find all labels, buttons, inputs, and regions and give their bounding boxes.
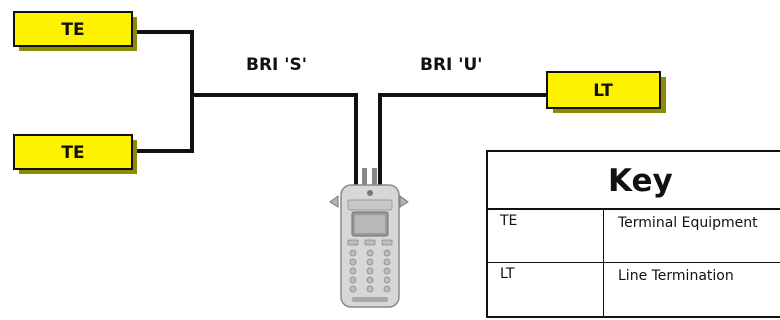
link-label-bri-u: BRI 'U' bbox=[420, 55, 483, 75]
key-abbr: TE bbox=[488, 210, 604, 262]
link-label-bri-s: BRI 'S' bbox=[246, 55, 307, 75]
key-description: Line Termination bbox=[604, 263, 780, 316]
key-abbr: LT bbox=[488, 263, 604, 316]
node-lt: LT bbox=[547, 72, 666, 113]
key-row: TE Terminal Equipment bbox=[488, 210, 780, 263]
handheld-tester-icon bbox=[330, 168, 408, 307]
key-row: LT Line Termination bbox=[488, 263, 780, 316]
node-te-top: TE bbox=[14, 12, 137, 51]
line-te-top bbox=[134, 32, 356, 186]
key-title: Key bbox=[488, 152, 780, 210]
node-te-top-label: TE bbox=[61, 20, 84, 40]
line-te-bottom bbox=[134, 95, 192, 151]
node-te-bottom: TE bbox=[14, 135, 137, 174]
node-te-bottom-label: TE bbox=[61, 143, 84, 163]
node-lt-label: LT bbox=[593, 81, 613, 101]
key-legend: Key TE Terminal Equipment LT Line Termin… bbox=[486, 150, 780, 318]
key-description: Terminal Equipment bbox=[604, 210, 780, 262]
